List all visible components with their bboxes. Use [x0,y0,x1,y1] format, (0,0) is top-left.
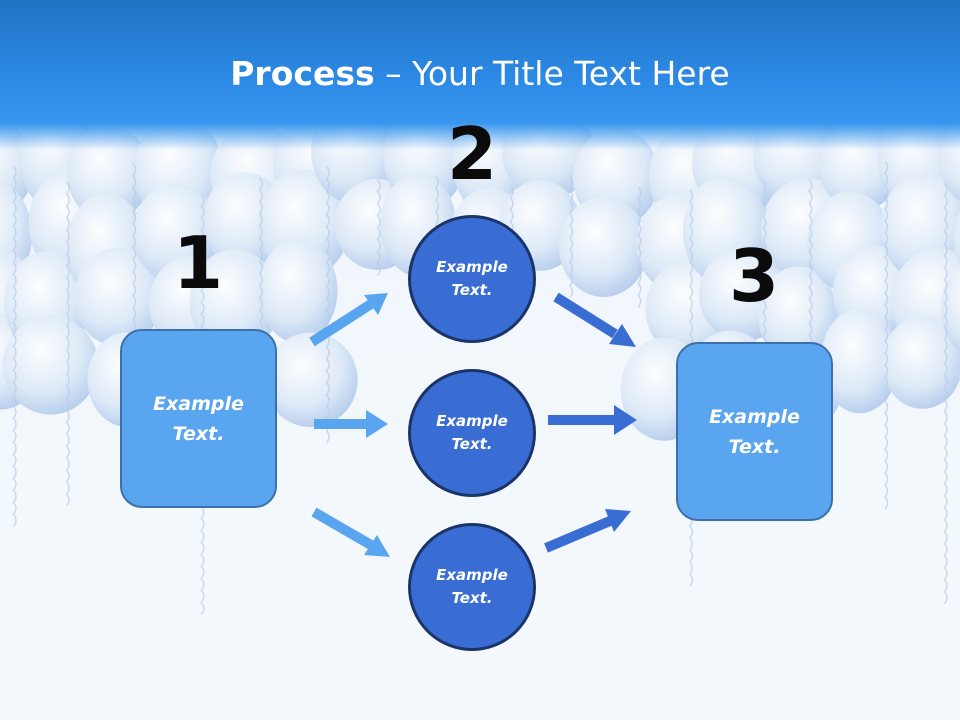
balloon [258,238,338,343]
balloon [882,316,960,409]
streamer [943,183,948,605]
step-1-box: Example Text. [120,329,277,508]
page-title: Process – Your Title Text Here [0,52,960,96]
balloon [2,315,99,415]
title-bar [0,0,960,150]
step-number-3: 3 [728,234,780,318]
streamer [65,181,70,507]
balloon [264,332,358,428]
step-2-circle-middle: Example Text. [408,369,536,497]
streamer [884,160,889,510]
streamer [637,186,642,308]
streamer [569,177,574,299]
title-bold: Process [230,54,375,93]
circle-middle-text: Example Text. [436,412,508,453]
balloon [953,212,960,265]
arrow-1-to-top [309,293,388,347]
circle-top-text: Example Text. [436,258,508,299]
balloon [558,196,649,297]
streamer [325,166,330,444]
arrow-top-to-3 [553,292,636,347]
arrow-1-to-middle [314,410,388,438]
step-2-circle-bottom: Example Text. [408,523,536,651]
balloon [189,249,280,355]
arrow-middle-to-3 [548,405,637,435]
streamer [376,179,381,277]
circle-bottom-text: Example Text. [436,566,508,607]
title-rest: – Your Title Text Here [374,54,730,93]
step-number-2: 2 [446,112,498,196]
step-1-text: Example Text. [153,392,244,445]
step-number-1: 1 [172,221,224,305]
balloon [758,266,838,364]
balloon [74,248,163,347]
arrow-bottom-to-3 [544,509,631,553]
balloon [820,308,899,414]
streamer [12,165,17,527]
step-3-box: Example Text. [676,342,833,521]
step-3-text: Example Text. [709,405,800,458]
arrow-1-to-bottom [311,507,390,557]
step-2-circle-top: Example Text. [408,215,536,343]
